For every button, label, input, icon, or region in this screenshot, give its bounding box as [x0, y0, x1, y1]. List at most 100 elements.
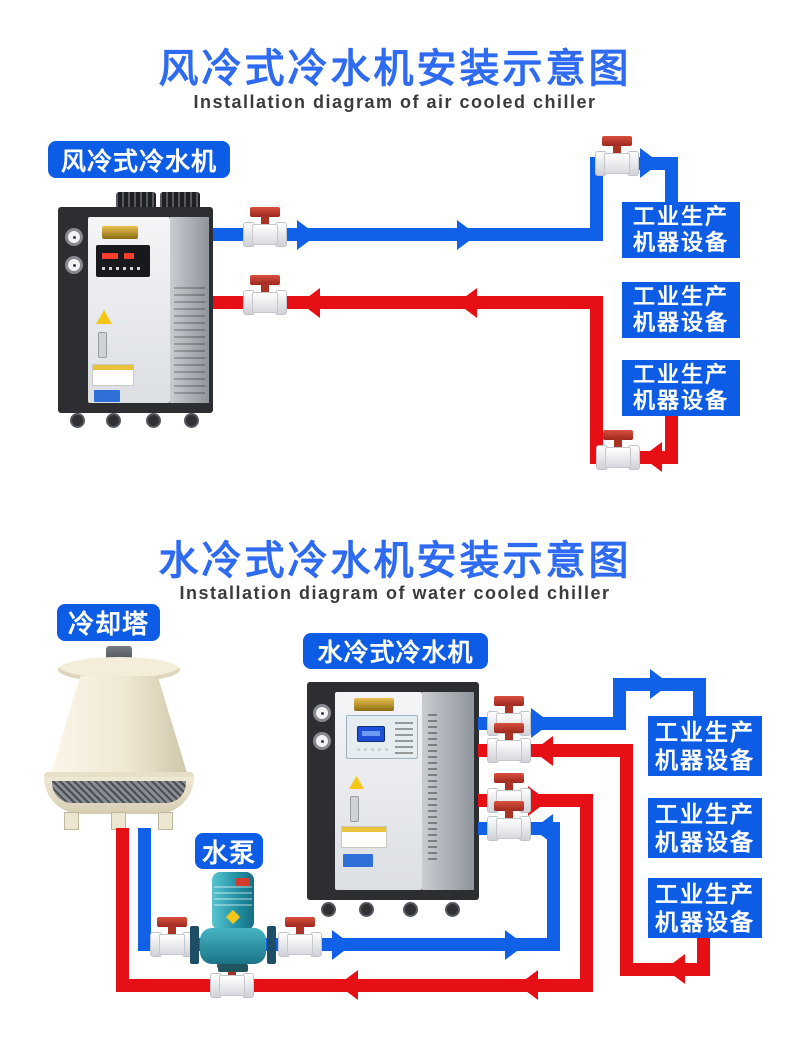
equipment-box-line: 机器设备	[632, 230, 729, 255]
chilled-water-supply-pipe	[665, 157, 678, 207]
door-handle	[350, 796, 359, 822]
water-section-title: 水冷式冷水机安装示意图	[158, 539, 632, 583]
lcd-display	[357, 726, 385, 742]
flow-arrow-icon	[640, 148, 660, 178]
chiller-side-panel	[170, 217, 209, 403]
air-cooled-chiller-image	[58, 192, 218, 430]
caster-wheel-icon	[403, 902, 418, 917]
equipment-box-line: 工业生产	[632, 204, 729, 229]
pump-volute	[200, 928, 266, 964]
equipment-box: 工业生产 机器设备	[648, 716, 762, 776]
brand-logo-plate	[354, 698, 394, 711]
control-buttons	[357, 748, 391, 751]
flow-arrow-icon	[518, 970, 538, 1000]
flow-arrow-icon	[533, 736, 553, 766]
flow-arrow-icon	[505, 930, 525, 960]
cooling-water-out-pipe	[580, 794, 593, 992]
flow-arrow-icon	[457, 288, 477, 318]
tower-leg	[158, 812, 173, 830]
water-pump-image	[188, 868, 278, 972]
chilled-water-return-pipe	[620, 744, 633, 976]
pump-motor-fins	[214, 886, 252, 908]
control-buttons	[102, 267, 142, 270]
equipment-box: 工业生产 机器设备	[622, 202, 740, 258]
caster-wheel-icon	[70, 413, 85, 428]
pump-flange	[190, 926, 199, 964]
condenser-fan-icon	[116, 192, 156, 209]
ball-valve-icon	[596, 430, 640, 470]
tower-inlet-pipe	[116, 828, 129, 992]
flow-arrow-icon	[533, 814, 553, 844]
brand-logo-plate	[102, 226, 138, 239]
pump-label: 水泵	[195, 833, 263, 869]
flow-arrow-icon	[297, 220, 317, 250]
ball-valve-icon	[278, 917, 322, 957]
caster-wheel-icon	[184, 413, 199, 428]
chiller-side-panel	[422, 692, 474, 890]
equipment-box-line: 机器设备	[632, 388, 729, 413]
equipment-box: 工业生产 机器设备	[648, 798, 762, 858]
pump-label-sticker	[236, 878, 250, 886]
digital-readout	[102, 253, 118, 259]
water-cooled-chiller-image	[307, 682, 487, 920]
pump-base	[218, 964, 248, 972]
equipment-box-line: 工业生产	[655, 881, 755, 907]
flow-arrow-icon	[332, 930, 352, 960]
pressure-gauge-icon	[65, 256, 83, 274]
ball-valve-icon	[595, 136, 639, 176]
equipment-box: 工业生产 机器设备	[622, 360, 740, 416]
caster-wheel-icon	[445, 902, 460, 917]
label-sticker	[341, 826, 387, 848]
equipment-box-line: 工业生产	[632, 284, 729, 309]
water-section-subtitle: Installation diagram of water cooled chi…	[179, 583, 611, 603]
air-section-title: 风冷式冷水机安装示意图	[158, 47, 632, 91]
equipment-box-line: 工业生产	[655, 719, 755, 745]
chilled-water-supply-pipe	[590, 157, 603, 241]
label-sticker	[92, 364, 134, 386]
flow-arrow-icon	[300, 288, 320, 318]
tower-leg	[64, 812, 79, 830]
pressure-gauge-icon	[65, 228, 83, 246]
flow-arrow-icon	[665, 954, 685, 984]
digital-readout	[124, 253, 134, 259]
ball-valve-icon	[243, 275, 287, 315]
flow-arrow-icon	[457, 220, 477, 250]
cooling-tower-image	[44, 646, 194, 844]
air-chiller-label: 风冷式冷水机	[48, 141, 230, 178]
condenser-fan-icon	[160, 192, 200, 209]
caster-wheel-icon	[321, 902, 336, 917]
equipment-box-line: 机器设备	[632, 310, 729, 335]
chilled-water-supply-pipe	[693, 678, 706, 722]
chilled-water-return-pipe	[590, 296, 603, 464]
equipment-box-line: 机器设备	[655, 747, 755, 773]
tower-basin-lip	[44, 772, 194, 780]
pump-flange	[267, 926, 276, 964]
equipment-box-line: 机器设备	[655, 909, 755, 935]
label-sticker	[94, 390, 120, 402]
control-panel	[96, 245, 150, 277]
flow-arrow-icon	[650, 669, 670, 699]
equipment-box-line: 机器设备	[655, 829, 755, 855]
air-section-subtitle: Installation diagram of air cooled chill…	[193, 92, 597, 112]
chilled-water-return-pipe	[665, 412, 678, 464]
tower-body	[50, 676, 188, 776]
ball-valve-icon	[487, 723, 531, 763]
chilled-water-supply-pipe	[613, 678, 626, 730]
ball-valve-icon	[243, 207, 287, 247]
panel-text-lines	[395, 722, 413, 754]
tower-outlet-pipe	[138, 828, 151, 951]
caster-wheel-icon	[146, 413, 161, 428]
flow-arrow-icon	[642, 442, 662, 472]
pressure-gauge-icon	[313, 732, 331, 750]
equipment-box: 工业生产 机器设备	[648, 878, 762, 938]
caster-wheel-icon	[359, 902, 374, 917]
vent-grille-icon	[174, 287, 205, 395]
tower-mesh-screen	[52, 781, 186, 803]
cooling-tower-label: 冷却塔	[57, 604, 160, 641]
equipment-box-line: 工业生产	[655, 801, 755, 827]
flow-arrow-icon	[528, 786, 548, 816]
cooling-water-in-pipe	[547, 822, 560, 951]
vent-grille-icon	[428, 714, 437, 864]
pressure-gauge-icon	[313, 704, 331, 722]
